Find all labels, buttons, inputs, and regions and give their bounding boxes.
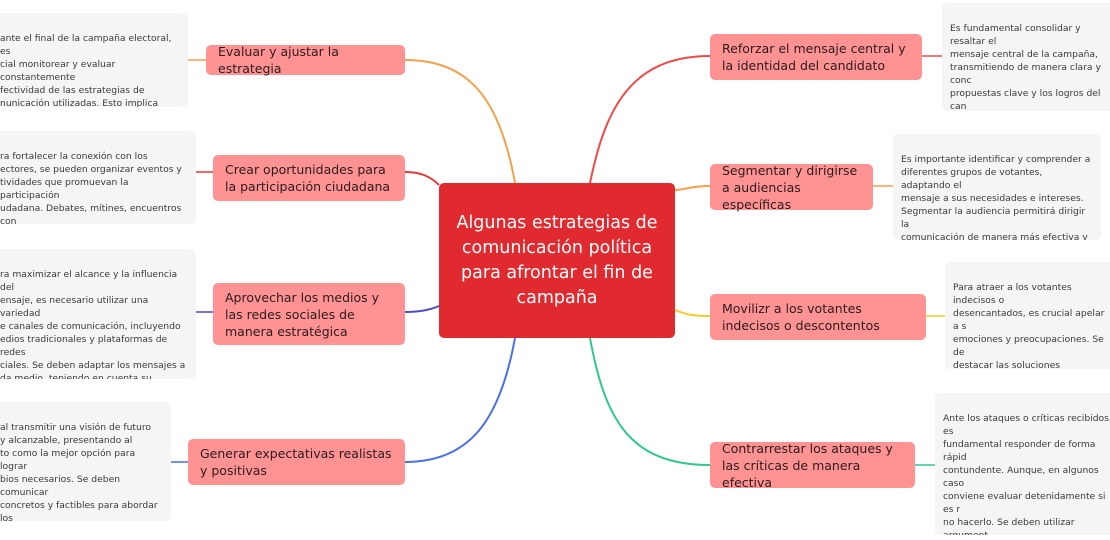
note-text: ra fortalecer la conexión con los ectore…: [0, 151, 182, 224]
note-contrarrestar-ataques[interactable]: Ante los ataques o críticas recibidos, e…: [935, 393, 1110, 535]
branch-generar-expectativas[interactable]: Generar expectativas realistas y positiv…: [188, 439, 405, 485]
note-text: Es fundamental consolidar y resaltar el …: [950, 23, 1101, 111]
central-topic-label: Algunas estrategias de comunicación polí…: [456, 212, 658, 308]
note-text: ante el final de la campaña electoral, e…: [0, 33, 172, 107]
link-evaluar: [404, 59, 516, 184]
branch-contrarrestar-ataques[interactable]: Contrarrestar los ataques y las críticas…: [710, 440, 915, 490]
branch-label: Contrarrestar los ataques y las críticas…: [722, 440, 893, 490]
branch-evaluar-estrategia[interactable]: Evaluar y ajustar la estrategia: [206, 44, 405, 76]
link-crear: [404, 171, 440, 186]
branch-aprovechar-medios[interactable]: Aprovechar los medios y las redes social…: [213, 283, 405, 345]
branch-movilizr-votantes[interactable]: Movilizr a los votantes indecisos o desc…: [710, 294, 926, 340]
link-contrarrestar: [589, 337, 711, 466]
note-reforzar-mensaje[interactable]: Es fundamental consolidar y resaltar el …: [942, 3, 1110, 111]
link-generar: [404, 337, 516, 463]
branch-label: Segmentar y dirigirse a audiencias espec…: [722, 162, 858, 212]
note-movilizr-votantes[interactable]: Para atraer a los votantes indecisos o d…: [945, 262, 1110, 369]
branch-label: Movilizr a los votantes indecisos o desc…: [722, 301, 880, 333]
branch-label: Generar expectativas realistas y positiv…: [200, 446, 392, 478]
central-topic[interactable]: Algunas estrategias de comunicación polí…: [439, 183, 675, 338]
branch-label: Aprovechar los medios y las redes social…: [225, 289, 380, 339]
note-evaluar-estrategia[interactable]: ante el final de la campaña electoral, e…: [0, 13, 188, 107]
note-aprovechar-medios[interactable]: ra maximizar el alcance y la influencia …: [0, 249, 196, 379]
note-generar-expectativas[interactable]: al transmitir una visión de futuro y alc…: [0, 402, 171, 521]
branch-segmentar-audiencias[interactable]: Segmentar y dirigirse a audiencias espec…: [710, 162, 873, 212]
note-text: ra maximizar el alcance y la influencia …: [0, 269, 186, 379]
branch-reforzar-mensaje[interactable]: Reforzar el mensaje central y la identid…: [710, 34, 922, 80]
branch-label: Crear oportunidades para la participació…: [225, 162, 391, 194]
branch-crear-oportunidades[interactable]: Crear oportunidades para la participació…: [213, 155, 405, 201]
note-text: Para atraer a los votantes indecisos o d…: [953, 282, 1105, 369]
note-text: Ante los ataques o críticas recibidos, e…: [943, 413, 1110, 535]
note-segmentar-audiencias[interactable]: Es importante identificar y comprender a…: [893, 134, 1101, 240]
link-segmentar: [674, 185, 711, 191]
note-text: Es importante identificar y comprender a…: [901, 154, 1091, 240]
link-reforzar: [589, 55, 711, 184]
branch-label: Reforzar el mensaje central y la identid…: [722, 41, 906, 73]
branch-label: Evaluar y ajustar la estrategia: [218, 44, 339, 76]
note-crear-oportunidades[interactable]: ra fortalecer la conexión con los ectore…: [0, 131, 196, 224]
link-aprovechar: [404, 305, 440, 313]
link-movilizr: [674, 309, 711, 317]
note-text: al transmitir una visión de futuro y alc…: [0, 422, 158, 521]
